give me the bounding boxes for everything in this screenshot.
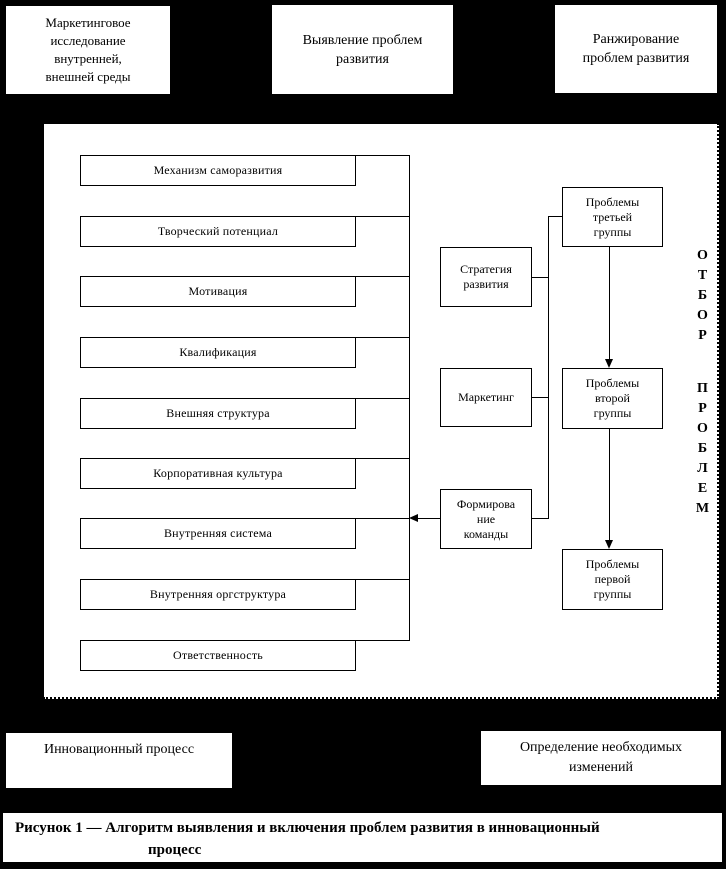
factor-box-creative-potential: Творческий потенциал [80, 216, 356, 247]
figure-caption-line2: процесс [148, 842, 202, 858]
factor-extension-line [355, 216, 410, 217]
team-formation-box: Формирова ние команды [440, 489, 532, 549]
factor-extension-line [355, 337, 410, 338]
factor-box-internal-orgstructure: Внутренняя оргструктура [80, 579, 356, 610]
top-box-marketing-research: Маркетинговое исследование внутренней, в… [5, 5, 171, 95]
factor-extension-line [355, 155, 410, 156]
connector-team-stub [532, 518, 548, 519]
marketing-box: Маркетинг [440, 368, 532, 427]
connector-marketing-stub [532, 397, 548, 398]
arrowhead-down-icon [605, 359, 613, 368]
main-diagram-panel: Механизм саморазвития Творческий потенци… [43, 123, 719, 699]
factor-extension-line [355, 640, 410, 641]
factor-box-qualification: Квалификация [80, 337, 356, 368]
arrow-shaft [417, 518, 440, 519]
arrow-shaft [609, 429, 610, 541]
connector-strategy-stub [532, 277, 548, 278]
arrowhead-down-icon [605, 540, 613, 549]
problems-group-3-box: Проблемы третьей группы [562, 187, 663, 247]
factor-extension-line [355, 579, 410, 580]
top-box-problem-ranking: Ранжирование проблем развития [554, 4, 718, 94]
top-box-problem-identification: Выявление проблем развития [271, 4, 454, 95]
factor-extension-line [355, 398, 410, 399]
strategy-box: Стратегия развития [440, 247, 532, 307]
figure-caption-line1: Рисунок 1 — Алгоритм выявления и включен… [15, 820, 600, 836]
bottom-box-required-changes: Определение необходимых изменений [480, 730, 722, 786]
problems-group-1-box: Проблемы первой группы [562, 549, 663, 610]
bottom-box-innovation-process: Инновационный процесс [5, 732, 233, 789]
factor-box-internal-system: Внутренняя система [80, 518, 356, 549]
factor-box-external-structure: Внешняя структура [80, 398, 356, 429]
factor-extension-line [355, 276, 410, 277]
factor-extension-line [355, 518, 410, 519]
connector-trunk-line [548, 216, 549, 519]
side-label-problems: ПРОБЛЕМ [695, 381, 710, 521]
factor-box-corporate-culture: Корпоративная культура [80, 458, 356, 489]
factor-box-responsibility: Ответственность [80, 640, 356, 671]
factor-bus-line [409, 155, 410, 641]
problems-group-2-box: Проблемы второй группы [562, 368, 663, 429]
arrowhead-left-icon [409, 514, 418, 522]
factor-box-self-development: Механизм саморазвития [80, 155, 356, 186]
factor-box-motivation: Мотивация [80, 276, 356, 307]
side-label-selection: ОТБОР [695, 248, 710, 348]
factor-extension-line [355, 458, 410, 459]
connector-to-group3-line [548, 216, 562, 217]
arrow-shaft [609, 247, 610, 360]
figure-caption: Рисунок 1 — Алгоритм выявления и включен… [2, 812, 723, 863]
